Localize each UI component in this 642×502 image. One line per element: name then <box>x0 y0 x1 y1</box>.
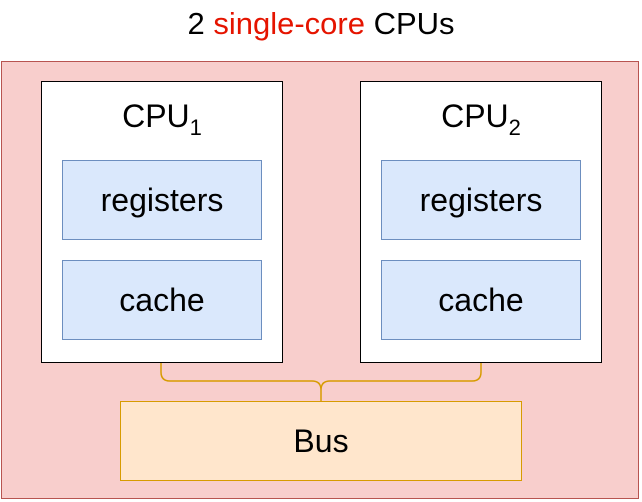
cpu-2-registers: registers <box>381 160 581 240</box>
cpu-2-box: CPU2 registers cache <box>360 81 602 363</box>
cpu-2-name: CPU <box>441 98 509 134</box>
cpu-1-subscript: 1 <box>189 115 202 140</box>
cpu-1-registers: registers <box>62 160 262 240</box>
cpu-1-cache: cache <box>62 260 262 340</box>
cpu-2-cache: cache <box>381 260 581 340</box>
title-suffix: CPUs <box>373 6 455 41</box>
cpu-1-box: CPU1 registers cache <box>41 81 283 363</box>
diagram-title: 2 single-core CPUs <box>0 4 642 44</box>
cpu-2-label: CPU2 <box>361 96 601 148</box>
title-accent: single-core <box>213 6 365 41</box>
bus-box: Bus <box>120 401 522 481</box>
cpu-2-subscript: 2 <box>508 115 521 140</box>
cpu-1-label: CPU1 <box>42 96 282 148</box>
title-count: 2 <box>187 6 205 41</box>
cpu-1-name: CPU <box>122 98 190 134</box>
